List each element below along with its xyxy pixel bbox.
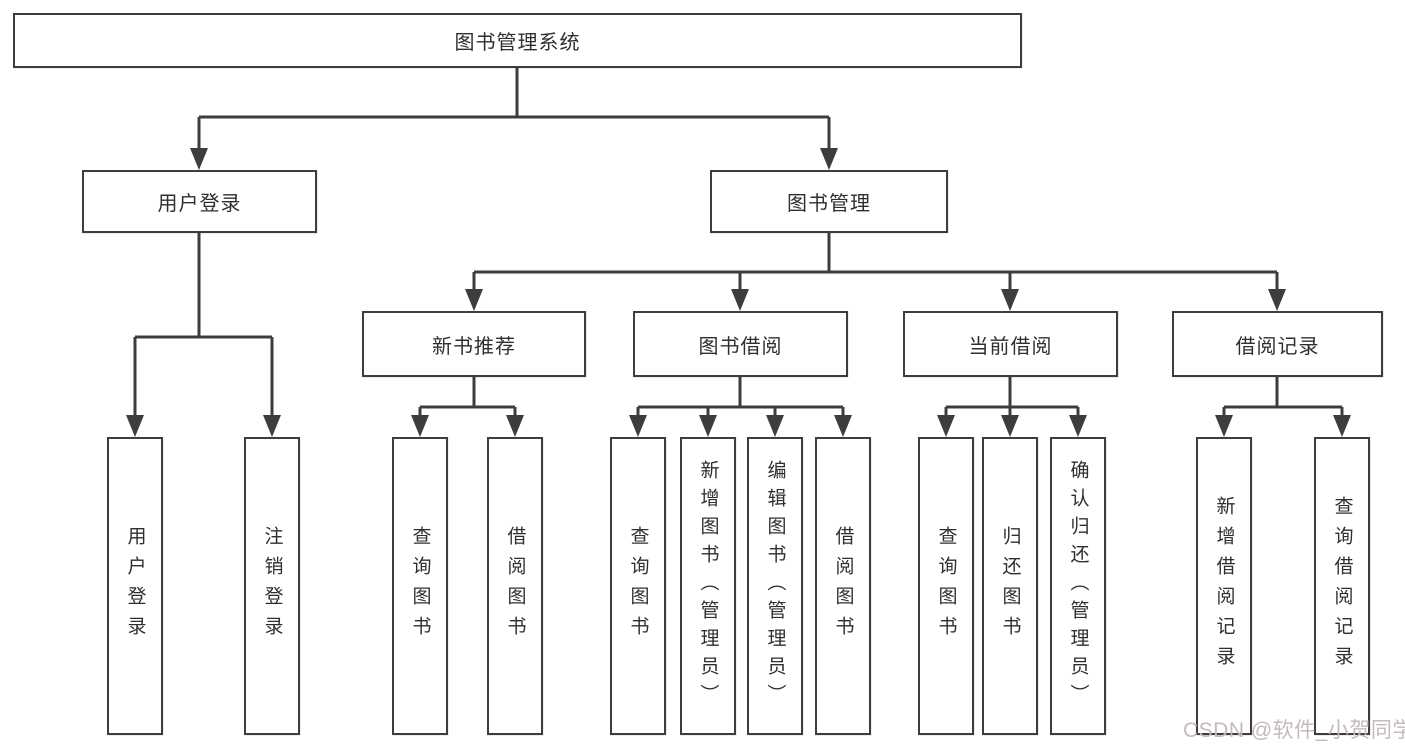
node-user-login: 用户登录 (82, 170, 317, 233)
leaf-label: 确认归还（管理员） (1067, 460, 1089, 712)
leaf-label: 注销登录 (261, 526, 283, 646)
arrowhead-icon (834, 415, 852, 437)
leaf-label: 借阅图书 (832, 526, 854, 646)
leaf-recommend-borrow-book: 借阅图书 (487, 437, 543, 735)
arrowhead-icon (1001, 415, 1019, 437)
connector-root-to-level2 (197, 68, 831, 152)
arrowhead-icon (629, 415, 647, 437)
leaf-edit-book-admin: 编辑图书（管理员） (747, 437, 803, 735)
leaf-label: 查询借阅记录 (1331, 496, 1353, 676)
node-label: 图书管理 (787, 193, 871, 215)
connector-user-login-to-leaves (133, 233, 274, 419)
leaf-label: 查询图书 (935, 526, 957, 646)
leaf-add-book-admin: 新增图书（管理员） (680, 437, 736, 735)
csdn-watermark: CSDN @软件_小贺同学 (1183, 719, 1405, 742)
leaf-query-borrow-record: 查询借阅记录 (1314, 437, 1370, 735)
arrowhead-icon (126, 415, 144, 437)
arrowhead-icon (731, 289, 749, 311)
leaf-borrow-book: 借阅图书 (815, 437, 871, 735)
node-current-borrow: 当前借阅 (903, 311, 1118, 377)
leaf-user-login: 用户登录 (107, 437, 163, 735)
arrowhead-icon (1001, 289, 1019, 311)
arrowhead-icon (699, 415, 717, 437)
node-label: 当前借阅 (968, 335, 1053, 358)
arrowhead-icon (1215, 415, 1233, 437)
leaf-borrow-query-book: 查询图书 (610, 437, 666, 735)
node-label: 图书管理系统 (454, 32, 581, 54)
arrowhead-icon (766, 415, 784, 437)
arrowheads (126, 148, 1351, 437)
arrowhead-icon (820, 148, 838, 170)
node-label: 新书推荐 (432, 335, 516, 358)
connector-new-book-recommend-to-leaves (418, 377, 517, 419)
node-new-book-recommend: 新书推荐 (362, 311, 586, 377)
leaf-return-book: 归还图书 (982, 437, 1038, 735)
node-library-management-system: 图书管理系统 (13, 13, 1022, 68)
arrowhead-icon (263, 415, 281, 437)
leaf-current-query-book: 查询图书 (918, 437, 974, 735)
leaf-add-borrow-record: 新增借阅记录 (1196, 437, 1252, 735)
leaf-label: 用户登录 (124, 526, 146, 646)
node-label: 借阅记录 (1235, 335, 1320, 358)
arrowhead-icon (411, 415, 429, 437)
connector-book-management-to-level3 (472, 233, 1279, 293)
leaf-recommend-query-book: 查询图书 (392, 437, 448, 735)
node-label: 图书借阅 (698, 335, 783, 358)
connector-borrow-records-to-leaves (1222, 377, 1344, 419)
leaf-logout: 注销登录 (244, 437, 300, 735)
connector-book-borrow-to-leaves (636, 377, 845, 419)
arrowhead-icon (1069, 415, 1087, 437)
connector-current-borrow-to-leaves (944, 377, 1080, 419)
arrowhead-icon (190, 148, 208, 170)
leaf-label: 借阅图书 (504, 526, 526, 646)
node-borrow-records: 借阅记录 (1172, 311, 1383, 377)
node-book-borrow: 图书借阅 (633, 311, 848, 377)
leaf-label: 查询图书 (627, 526, 649, 646)
node-label: 用户登录 (157, 193, 242, 215)
arrowhead-icon (1333, 415, 1351, 437)
node-book-management: 图书管理 (710, 170, 948, 233)
leaf-confirm-return-admin: 确认归还（管理员） (1050, 437, 1106, 735)
arrowhead-icon (506, 415, 524, 437)
leaf-label: 归还图书 (999, 526, 1021, 646)
arrowhead-icon (1268, 289, 1286, 311)
arrowhead-icon (937, 415, 955, 437)
leaf-label: 编辑图书（管理员） (764, 460, 786, 712)
leaf-label: 查询图书 (409, 526, 431, 646)
leaf-label: 新增图书（管理员） (697, 460, 719, 712)
arrowhead-icon (465, 289, 483, 311)
leaf-label: 新增借阅记录 (1213, 496, 1235, 676)
